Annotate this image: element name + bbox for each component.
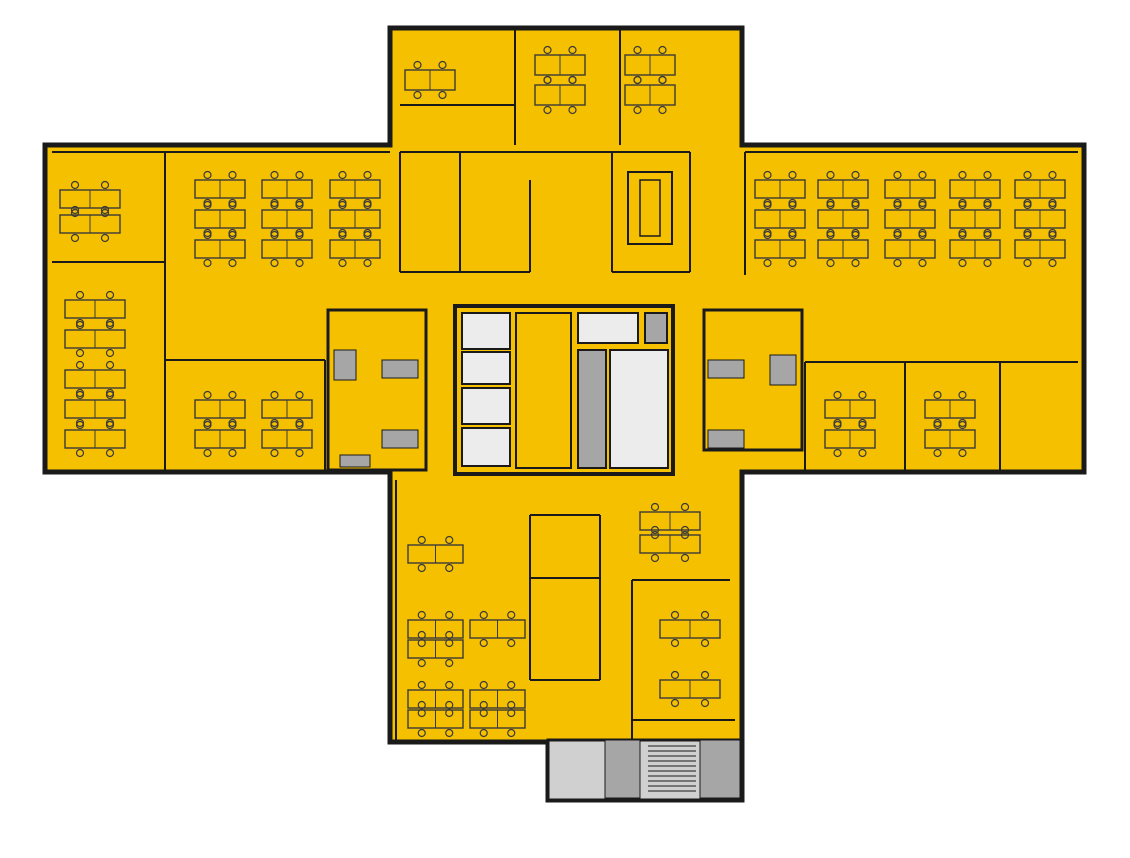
workstation: [659, 610, 721, 648]
conference-room: [627, 171, 673, 245]
workstation: [659, 670, 721, 708]
west-restrooms: [326, 308, 428, 472]
workstation: [194, 420, 246, 458]
workstation: [817, 230, 869, 268]
workstation-clusters: [59, 45, 1066, 738]
workstation: [824, 420, 876, 458]
workstation: [534, 75, 586, 115]
workstation: [469, 680, 526, 718]
workstation: [194, 230, 246, 268]
workstation: [329, 230, 381, 268]
workstation: [407, 535, 464, 573]
workstation: [469, 610, 526, 648]
workstation: [817, 200, 869, 238]
workstation: [924, 420, 976, 458]
workstation: [64, 290, 126, 328]
workstation: [639, 525, 701, 563]
central-core: [453, 304, 675, 476]
workstation: [59, 180, 121, 218]
workstation: [59, 205, 121, 243]
workstation: [261, 230, 313, 268]
workstation: [64, 360, 126, 398]
workstation: [404, 60, 456, 100]
workstation: [624, 75, 676, 115]
workstation: [754, 230, 806, 268]
workstation: [261, 420, 313, 458]
workstation: [949, 230, 1001, 268]
workstation: [884, 200, 936, 238]
workstation: [754, 170, 806, 208]
workstation: [407, 630, 464, 668]
workstation: [64, 320, 126, 358]
workstation: [949, 200, 1001, 238]
workstation: [64, 420, 126, 458]
east-restrooms: [702, 308, 804, 452]
south-stairwell: [546, 738, 744, 802]
workstation: [469, 700, 526, 738]
interior-walls: [52, 28, 1078, 740]
workstation: [407, 700, 464, 738]
workstation: [884, 230, 936, 268]
workstation: [1014, 230, 1066, 268]
